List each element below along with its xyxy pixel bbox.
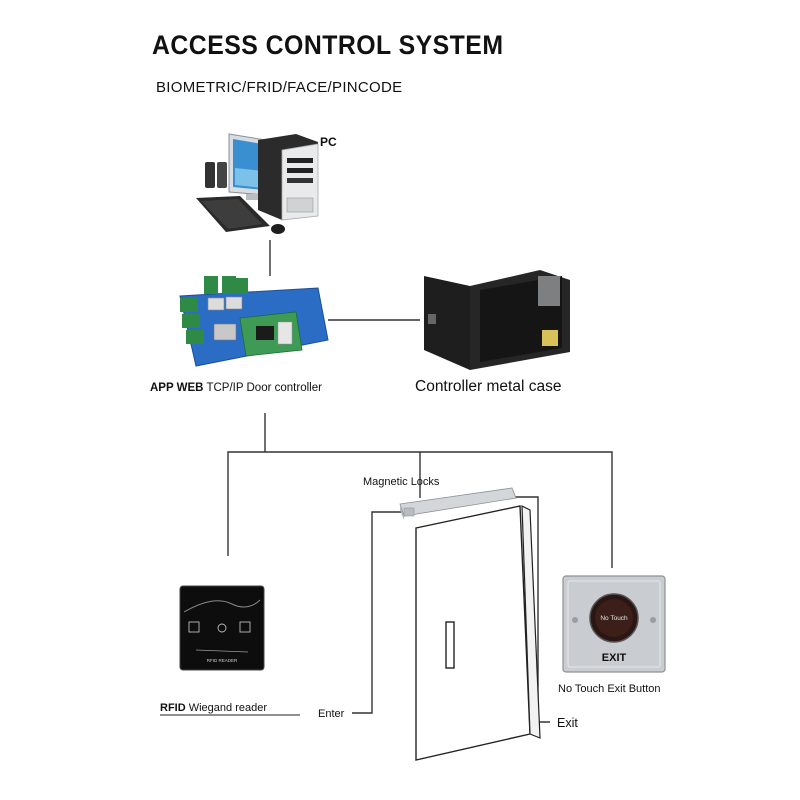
diagram-subtitle: BIOMETRIC/FRID/FACE/PINCODE <box>156 79 403 96</box>
exit-button-label: No Touch Exit Button <box>558 683 661 695</box>
controller-metal-case: Controller metal case <box>415 270 570 395</box>
magnetic-lock-label: Magnetic Locks <box>363 476 440 488</box>
door-controller-board: APP WEB TCP/IP Door controller <box>150 276 329 394</box>
exit-sensor-text: No Touch <box>600 615 628 622</box>
door <box>415 505 541 761</box>
controller-label: APP WEB TCP/IP Door controller <box>150 382 322 394</box>
door-panel <box>415 505 531 761</box>
pc-computer: PC <box>196 133 337 234</box>
magnetic-lock: Magnetic Locks <box>363 476 517 520</box>
rfid-label-rest: Wiegand reader <box>186 702 268 714</box>
pc-label: PC <box>320 135 337 149</box>
connection-lines <box>227 240 613 723</box>
controller-label-rest: TCP/IP Door controller <box>203 382 322 394</box>
pc-speaker-left <box>205 162 215 188</box>
rfid-label-bold: RFID <box>160 702 186 714</box>
rfid-reader: RFID READER RFID Wiegand reader <box>160 585 300 716</box>
enter-wire <box>352 511 410 714</box>
metal-case-label: Controller metal case <box>415 378 561 395</box>
pc-mouse <box>271 224 285 234</box>
rfid-device-text: RFID READER <box>207 658 238 663</box>
exit-wire <box>512 496 550 723</box>
pc-speaker-right <box>217 162 227 188</box>
controller-label-bold: APP WEB <box>150 382 203 394</box>
enter-label: Enter <box>318 708 345 720</box>
exit-plate-text: EXIT <box>602 652 627 664</box>
diagram-title: ACCESS CONTROL SYSTEM <box>152 30 504 60</box>
exit-label: Exit <box>557 716 578 730</box>
rfid-label: RFID Wiegand reader <box>160 702 267 714</box>
door-handle <box>445 621 455 669</box>
case-door <box>424 276 470 370</box>
exit-button: No Touch EXIT No Touch Exit Button <box>558 575 666 695</box>
